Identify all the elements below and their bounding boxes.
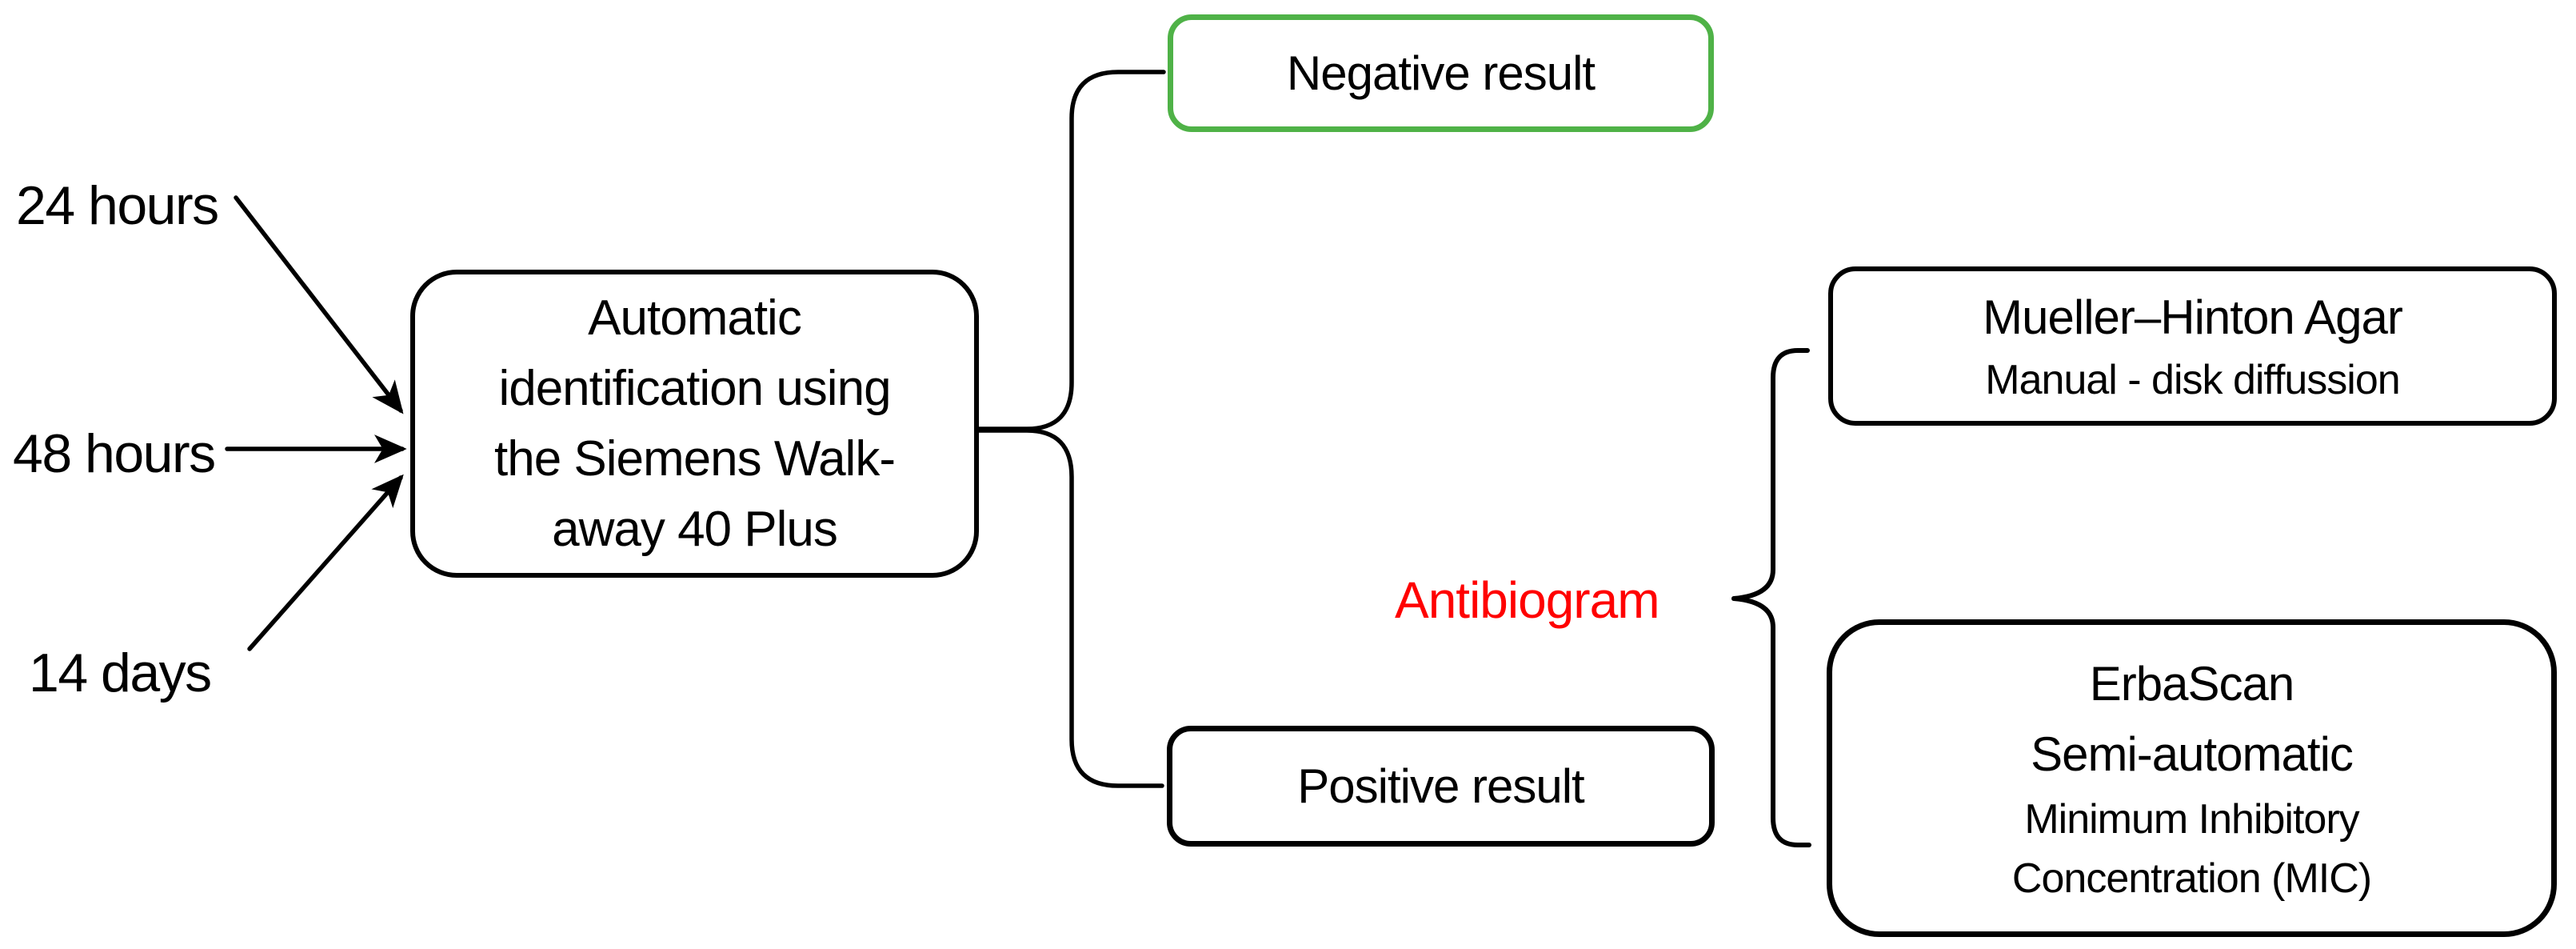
automatic-identification-line-2: identification using xyxy=(498,360,891,416)
positive-result-box: Positive result xyxy=(1167,726,1715,847)
arrow-14-days xyxy=(247,474,404,651)
label-14-days: 14 days xyxy=(29,643,212,703)
erbascan-line-4: Concentration (MIC) xyxy=(2011,855,2372,902)
antibiogram-label: Antibiogram xyxy=(1395,571,1659,629)
automatic-identification-box: Automatic identification using the Sieme… xyxy=(410,270,979,578)
connector-negative-result xyxy=(976,70,1166,431)
mueller-hinton-box: Mueller–Hinton Agar Manual - disk diffus… xyxy=(1828,266,2557,426)
label-24-hours: 24 hours xyxy=(16,175,219,236)
erbascan-box: ErbaScan Semi-automatic Minimum Inhibito… xyxy=(1827,619,2557,937)
mueller-hinton-title: Mueller–Hinton Agar xyxy=(1983,290,2403,344)
automatic-identification-line-4: away 40 Plus xyxy=(552,501,838,557)
mueller-hinton-subtitle: Manual - disk diffussion xyxy=(1985,356,2400,403)
erbascan-line-1: ErbaScan xyxy=(2089,656,2294,711)
arrow-24-hours xyxy=(234,195,404,414)
erbascan-line-2: Semi-automatic xyxy=(2031,727,2354,781)
negative-result-label: Negative result xyxy=(1286,46,1596,100)
connector-positive-result xyxy=(976,428,1164,788)
erbascan-line-3: Minimum Inhibitory xyxy=(2024,795,2359,843)
automatic-identification-line-1: Automatic xyxy=(588,290,802,346)
label-48-hours: 48 hours xyxy=(13,423,216,484)
positive-result-label: Positive result xyxy=(1297,759,1584,813)
automatic-identification-line-3: the Siemens Walk- xyxy=(494,430,896,487)
antibiogram-brace xyxy=(1731,348,1811,847)
negative-result-box: Negative result xyxy=(1168,14,1714,132)
